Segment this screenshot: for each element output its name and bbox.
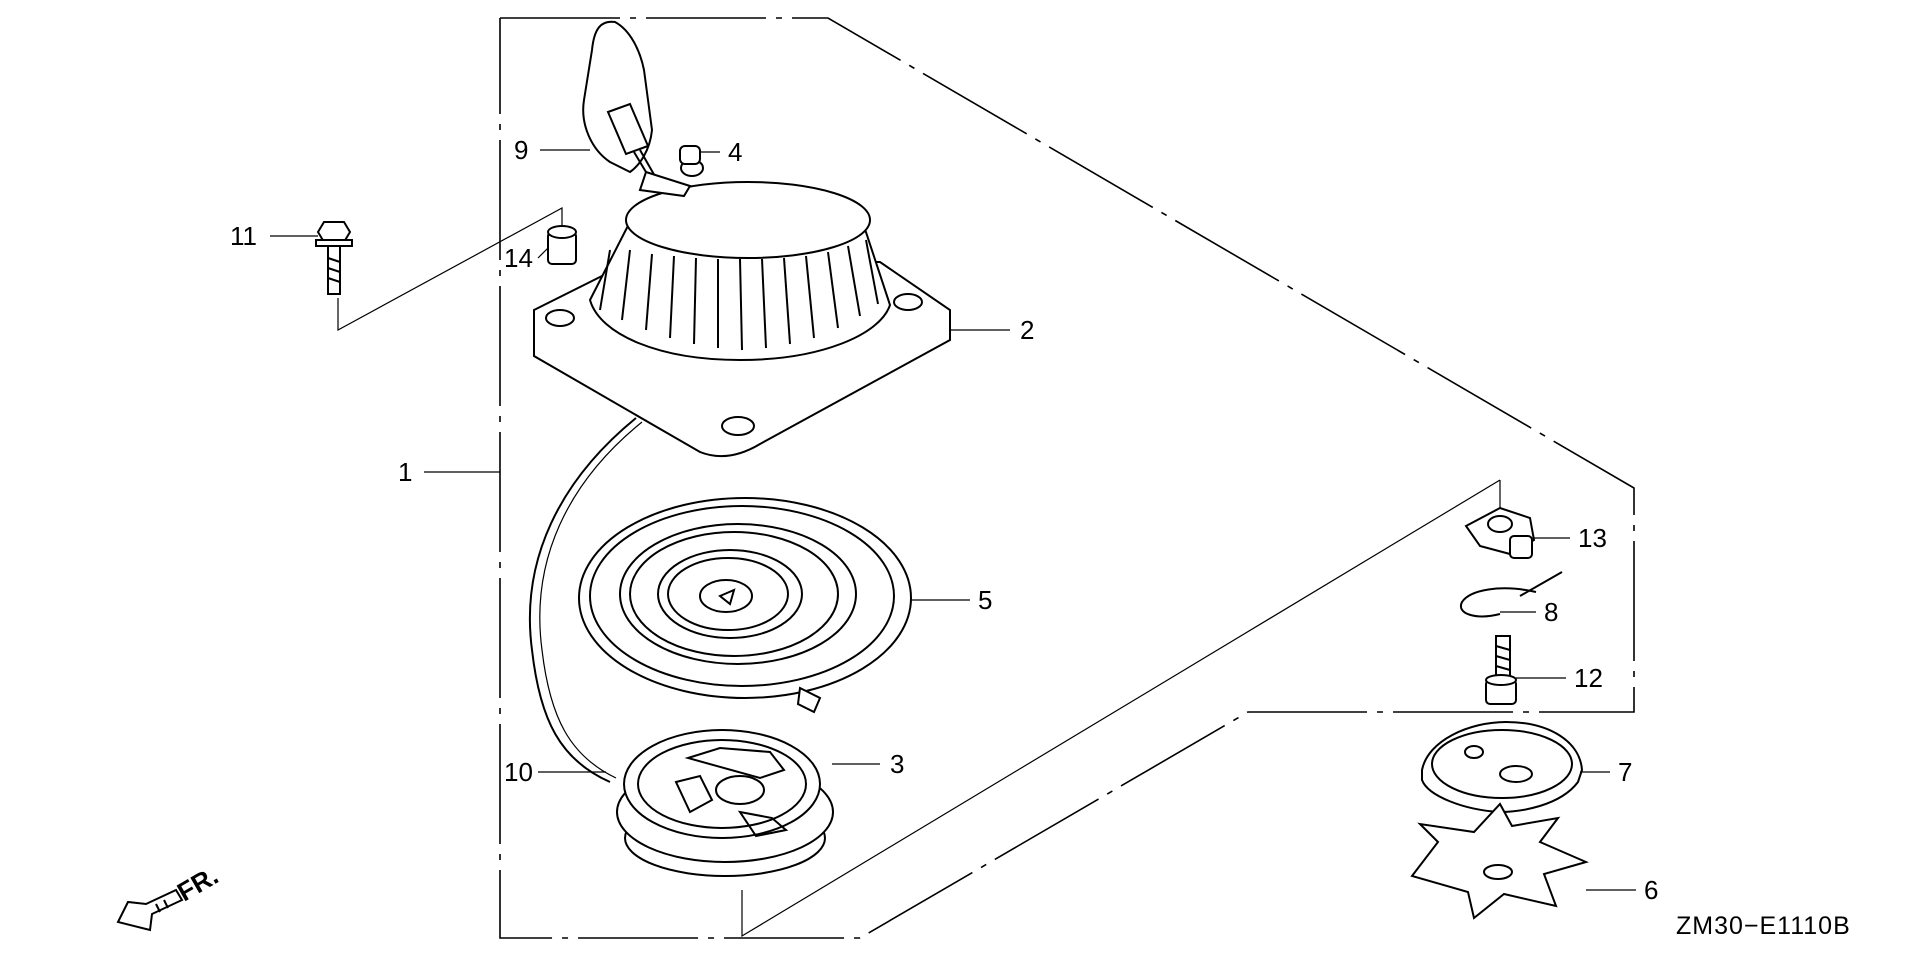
part-label-13: 13 xyxy=(1578,523,1607,553)
starter-reel xyxy=(616,729,834,877)
part-label-11: 11 xyxy=(230,221,257,251)
part-label-10: 10 xyxy=(504,757,533,787)
bolt-reference-line xyxy=(337,206,563,332)
flange-bolt xyxy=(315,221,353,295)
part-label-8: 8 xyxy=(1544,597,1558,627)
collar xyxy=(547,225,577,265)
case-ribs xyxy=(599,239,879,351)
part-label-12: 12 xyxy=(1574,663,1603,693)
part-label-6: 6 xyxy=(1644,875,1658,905)
assembly-boundary xyxy=(499,17,1635,939)
subgroup-outline xyxy=(741,479,1501,938)
part-label-3: 3 xyxy=(890,749,904,779)
starter-rope xyxy=(528,417,643,783)
part-label-2: 2 xyxy=(1020,315,1034,345)
part-label-7: 7 xyxy=(1618,757,1632,787)
part-label-4: 4 xyxy=(728,137,742,167)
part-label-9: 9 xyxy=(514,135,528,165)
part-label-14: 14 xyxy=(504,243,533,273)
set-screw xyxy=(1485,635,1517,705)
ratchet-guide xyxy=(1464,506,1536,559)
recoil-spring xyxy=(578,497,912,714)
part-label-5: 5 xyxy=(978,585,992,615)
front-direction-arrow-icon xyxy=(116,888,184,932)
rope-plug xyxy=(679,145,704,177)
leader-lines xyxy=(270,149,1636,891)
ratchet xyxy=(1421,720,1584,814)
part-label-1: 1 xyxy=(398,457,412,487)
starter-grip xyxy=(582,20,657,183)
friction-spring xyxy=(1459,571,1563,618)
diagram-code: ZM30−E1110B xyxy=(1676,912,1851,940)
starter-pulley xyxy=(1410,802,1589,920)
starter-case xyxy=(533,170,951,458)
